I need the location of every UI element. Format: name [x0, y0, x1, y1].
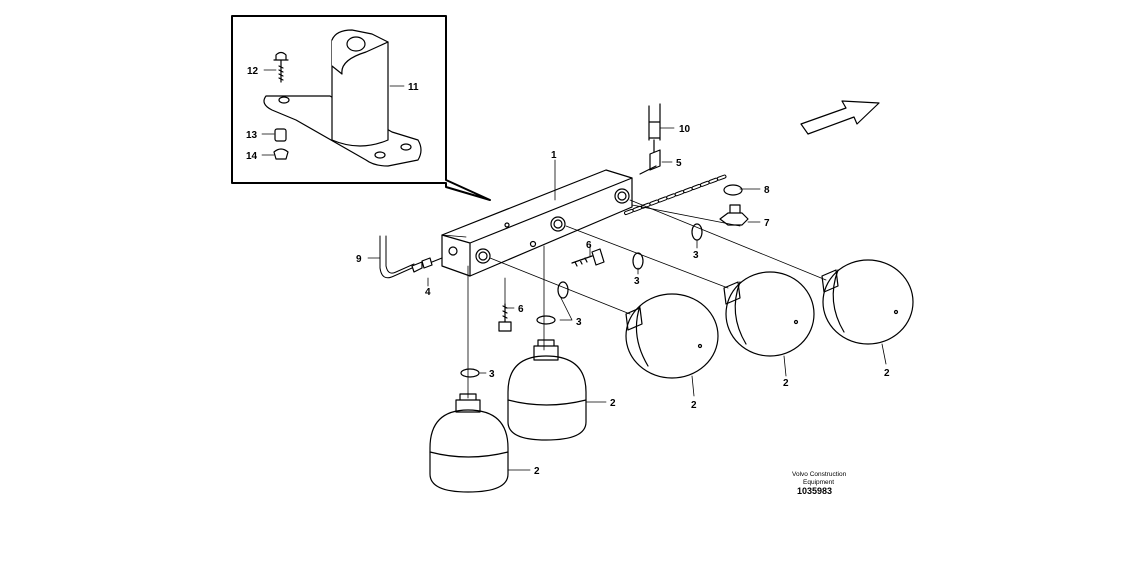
callout-2: 2	[884, 368, 890, 379]
callout-10: 10	[679, 124, 691, 135]
callout-8: 8	[764, 185, 770, 196]
callout-7: 7	[764, 218, 770, 229]
callout-5: 5	[676, 158, 682, 169]
hose-10	[648, 103, 661, 141]
assembly-lines	[441, 199, 827, 399]
elbow-fitting-5	[649, 149, 661, 171]
o-ring-8	[723, 184, 743, 196]
callout-9: 9	[356, 254, 362, 265]
o-ring	[691, 223, 703, 241]
direction-arrow-icon	[800, 100, 880, 135]
spacer-13	[274, 128, 287, 142]
callout-3: 3	[634, 276, 640, 287]
bracket-hole	[400, 143, 412, 151]
callout-2: 2	[610, 398, 616, 409]
tube-hole	[346, 36, 366, 52]
accumulator-4	[723, 271, 815, 357]
callout-12: 12	[247, 66, 259, 77]
callout-2: 2	[691, 400, 697, 411]
inset-detail-box	[231, 15, 491, 201]
callout-13: 13	[246, 130, 258, 141]
callout-6: 6	[518, 304, 524, 315]
callout-2: 2	[534, 466, 540, 477]
caption-document-number: 1035983	[797, 486, 832, 496]
callout-14: 14	[246, 151, 258, 162]
plug-7	[719, 204, 749, 226]
callout-6: 6	[586, 240, 592, 251]
o-ring	[536, 315, 556, 325]
accumulator-3	[625, 293, 719, 379]
accumulator-5	[821, 259, 914, 345]
callout-4: 4	[425, 287, 431, 298]
bracket-hole	[374, 151, 386, 159]
caption-company-line2: Equipment	[803, 479, 834, 486]
callout-3: 3	[489, 369, 495, 380]
caption-company: Volvo Construction	[792, 471, 847, 478]
manifold-block	[441, 169, 633, 277]
screw-6	[571, 248, 605, 267]
callout-2: 2	[783, 378, 789, 389]
bracket-tube	[331, 39, 389, 147]
diagram-caption: Volvo Construction Equipment 1035983	[792, 471, 847, 496]
callout-labels: 1 10 5 8 7 3 3 3 3 6 6 9 4 2 2 2 2 2 12 …	[246, 66, 890, 477]
o-ring	[632, 252, 644, 270]
accumulator-2	[507, 339, 587, 441]
fitting-4	[411, 261, 423, 273]
leader-lines	[367, 127, 887, 471]
callout-3: 3	[693, 250, 699, 261]
o-ring	[557, 281, 569, 299]
nut-14	[273, 148, 289, 160]
accumulator-1	[429, 393, 509, 493]
callout-1: 1	[551, 150, 557, 161]
callout-3: 3	[576, 317, 582, 328]
o-ring	[460, 368, 480, 378]
bracket-hole	[278, 96, 290, 104]
callout-11: 11	[408, 82, 419, 93]
screw-6-lower	[498, 303, 512, 332]
